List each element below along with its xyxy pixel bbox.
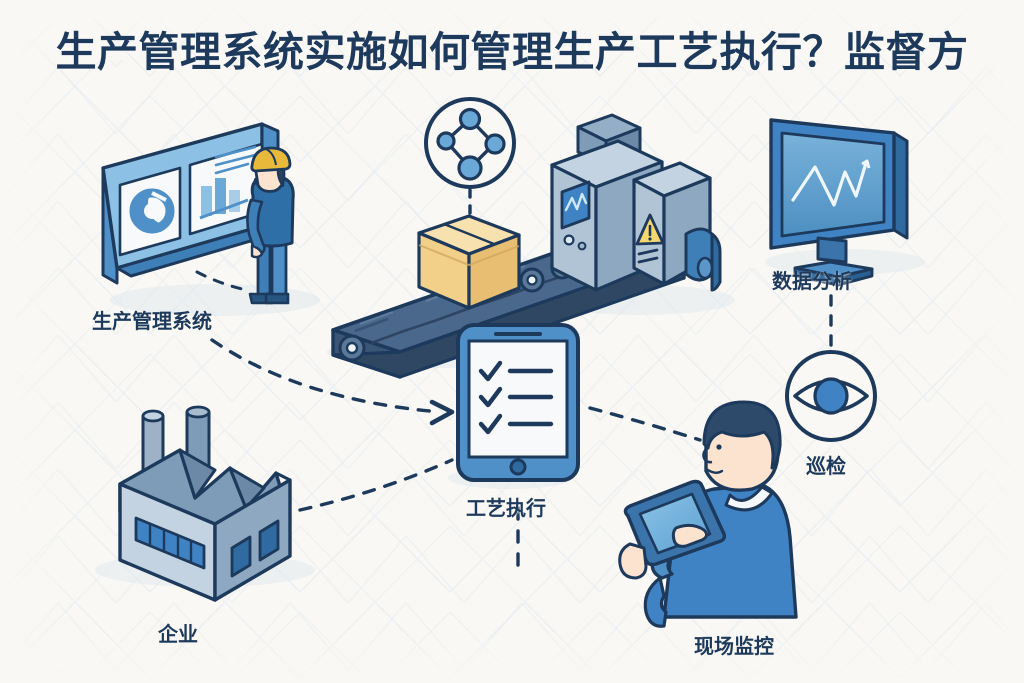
label-enterprise: 企业 [158, 622, 198, 646]
person-tablet-icon [618, 400, 798, 628]
network-node-icon [424, 97, 516, 189]
label-inspection: 巡检 [806, 454, 846, 478]
factory-to-tablet-connector [298, 458, 454, 512]
page-title: 生产管理系统实施如何管理生产工艺执行？监督方 [55, 28, 969, 76]
label-process-execution: 工艺执行 [466, 496, 546, 520]
tablet-to-person-connector [588, 406, 702, 442]
label-data-analysis: 数据分析 [772, 269, 852, 293]
control-cabinet [632, 161, 722, 292]
label-onsite-monitoring: 现场监控 [694, 634, 774, 658]
worker-hardhat [246, 146, 295, 305]
label-production-management-system: 生产管理系统 [92, 309, 212, 333]
tablet-checklist-icon [456, 323, 580, 482]
factory-icon [118, 405, 292, 602]
dashboard-to-tablet-arrowhead [429, 399, 455, 426]
cardboard-box [417, 214, 521, 310]
eye-circle-icon [785, 350, 877, 442]
